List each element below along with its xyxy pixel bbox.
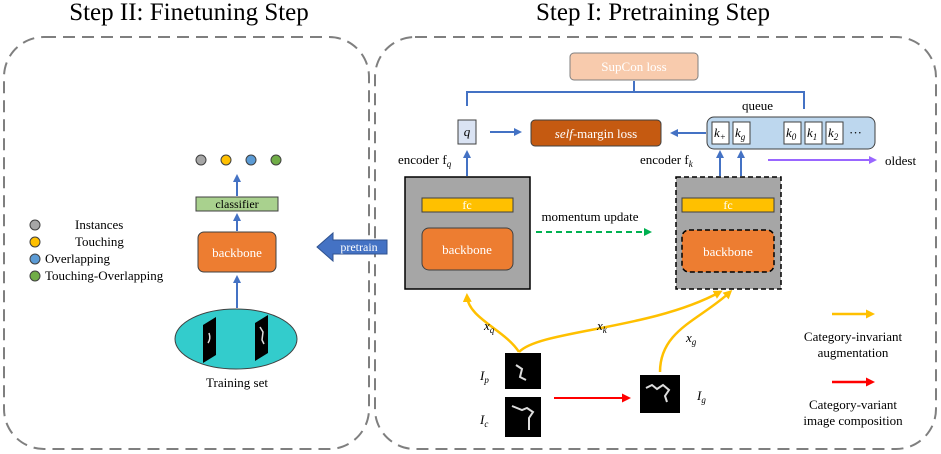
classifier-box bbox=[195, 196, 279, 212]
training-sample-2-worm bbox=[259, 326, 265, 345]
variant-legend-line2: image composition bbox=[803, 413, 903, 428]
ic-label: Ic bbox=[479, 412, 488, 429]
supcon-loss-label: SupCon loss bbox=[601, 59, 666, 74]
queue-cell-k2-label: k2 bbox=[828, 125, 839, 142]
image-ic bbox=[505, 397, 541, 437]
training-set-ellipse bbox=[174, 308, 298, 370]
legend-dot-instances bbox=[29, 219, 41, 231]
encoder-k-backbone-label: backbone bbox=[703, 244, 753, 259]
legend-dot-touching-overlapping bbox=[29, 270, 41, 282]
output-dot-touching-overlapping bbox=[270, 154, 282, 166]
classifier-label: classifier bbox=[215, 197, 258, 211]
queue-label: queue bbox=[742, 98, 773, 113]
ip-label: Ip bbox=[479, 368, 489, 385]
oldest-label: oldest bbox=[885, 153, 916, 168]
margin-loss-suffix: -margin loss bbox=[573, 126, 637, 141]
encoder-k-fc bbox=[681, 197, 775, 213]
xk-label: xk bbox=[596, 318, 608, 335]
queue-cell-k0 bbox=[783, 121, 802, 145]
queue-cell-k-g-label: kg bbox=[735, 125, 746, 142]
encoder-q-backbone bbox=[421, 227, 514, 271]
encoder-k-fc-label: fc bbox=[723, 198, 732, 212]
invariant-legend-line1: Category-invariant bbox=[804, 329, 903, 344]
legend-label-touching-overlapping: Touching-Overlapping bbox=[45, 268, 164, 283]
q-label: q bbox=[464, 124, 471, 139]
image-ic-worm bbox=[511, 405, 535, 430]
encoder-k-label: encoder fk bbox=[640, 152, 694, 169]
queue-cell-k1-label: k1 bbox=[807, 125, 817, 142]
output-dot-overlapping bbox=[245, 154, 257, 166]
queue-cells: k+ kg k0 k1 k2 ··· bbox=[711, 121, 862, 145]
invariant-legend-line2: augmentation bbox=[818, 345, 889, 360]
pretraining-title: Step I: Pretraining Step bbox=[536, 0, 770, 26]
queue-ellipsis: ··· bbox=[849, 125, 862, 140]
queue-cell-k2 bbox=[825, 121, 844, 145]
encoder-q-fc bbox=[421, 197, 514, 213]
momentum-label: momentum update bbox=[541, 209, 638, 224]
supcon-bracket bbox=[466, 91, 805, 109]
training-set-label: Training set bbox=[206, 375, 268, 390]
class-legend: Instances Touching Overlapping Touching-… bbox=[29, 217, 164, 283]
encoder-k-backbone bbox=[681, 229, 775, 273]
aug-curve-xk bbox=[518, 290, 723, 353]
margin-loss-box bbox=[530, 119, 662, 147]
output-dot-instances bbox=[195, 154, 207, 166]
variant-legend-line1: Category-variant bbox=[809, 397, 897, 412]
ig-label: Ig bbox=[696, 388, 706, 405]
legend-label-overlapping: Overlapping bbox=[45, 251, 110, 266]
legend-dot-touching bbox=[29, 236, 41, 248]
finetune-backbone-label: backbone bbox=[212, 245, 262, 260]
xg-label: xg bbox=[685, 330, 697, 347]
image-ig bbox=[640, 375, 680, 413]
queue-cell-k-g bbox=[732, 121, 751, 145]
margin-loss-self: self bbox=[555, 126, 575, 141]
encoder-q-label: encoder fq bbox=[398, 152, 452, 169]
queue-cell-k-plus-label: k+ bbox=[714, 125, 726, 142]
legend-dot-overlapping bbox=[29, 253, 41, 265]
margin-loss-label: self-margin loss bbox=[555, 126, 637, 141]
finetuning-title: Step II: Finetuning Step bbox=[69, 0, 309, 26]
finetune-backbone-box bbox=[197, 231, 277, 273]
queue-cell-k0-label: k0 bbox=[786, 125, 797, 142]
q-box bbox=[457, 119, 477, 145]
encoder-q-backbone-label: backbone bbox=[442, 242, 492, 257]
queue-cell-k1 bbox=[804, 121, 823, 145]
finetuning-panel bbox=[3, 36, 370, 450]
legend-label-touching: Touching bbox=[75, 234, 124, 249]
image-ig-worm bbox=[645, 383, 671, 403]
pretrain-arrow-label: pretrain bbox=[340, 240, 377, 254]
aug-curve-xq bbox=[462, 293, 521, 353]
encoder-q-fc-label: fc bbox=[462, 198, 471, 212]
image-ip-worm bbox=[515, 364, 527, 381]
aug-curve-xg bbox=[658, 289, 733, 373]
output-dots bbox=[195, 154, 282, 166]
xq-label: xq bbox=[483, 318, 495, 335]
supcon-loss-box bbox=[569, 52, 699, 81]
training-sample-1-worm bbox=[207, 332, 211, 344]
pretraining-panel bbox=[374, 36, 937, 450]
output-dot-touching bbox=[220, 154, 232, 166]
legend-label-instances: Instances bbox=[75, 217, 123, 232]
queue-cell-k-plus bbox=[711, 121, 730, 145]
image-ip bbox=[505, 353, 541, 389]
pretrain-arrow bbox=[316, 231, 388, 263]
